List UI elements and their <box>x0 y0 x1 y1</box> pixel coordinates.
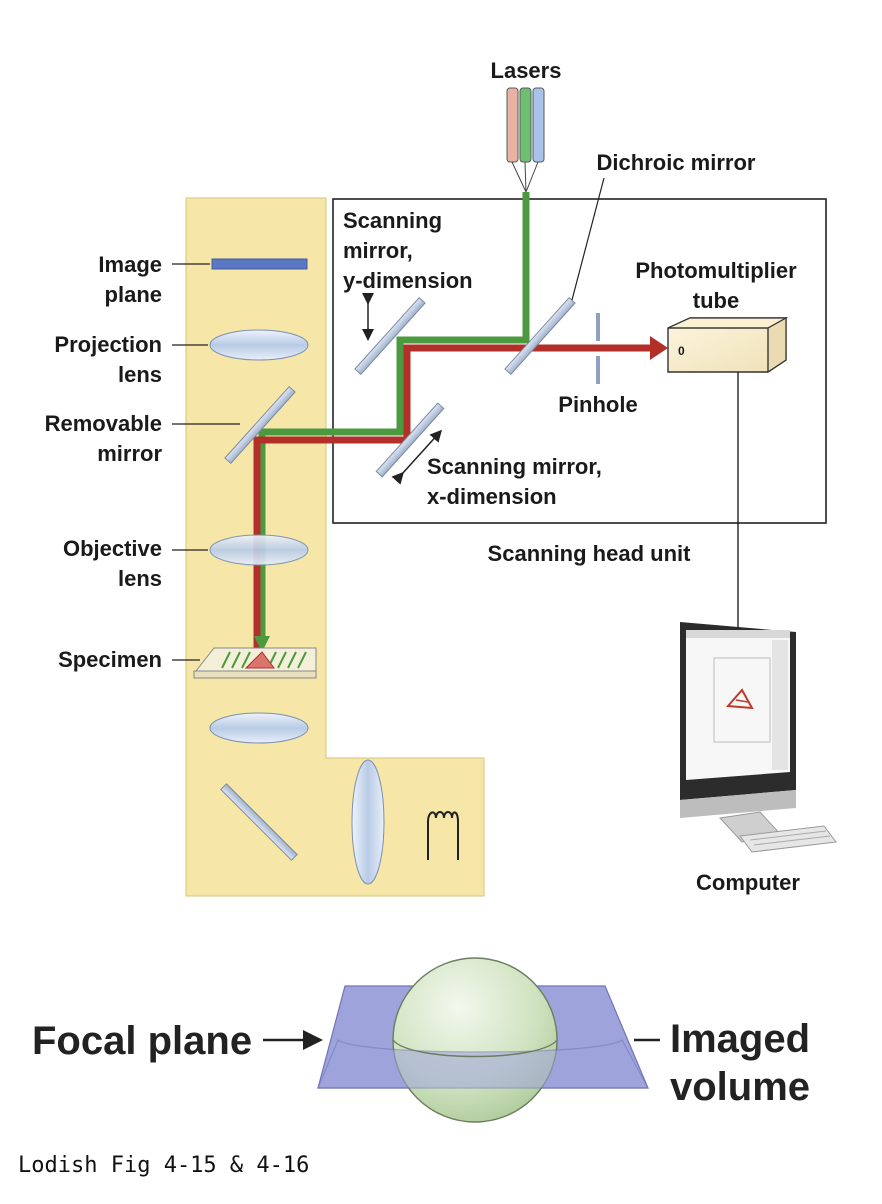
label-scanning-mirror-x-1: Scanning mirror, <box>427 454 602 479</box>
lasers-icon <box>506 87 545 193</box>
label-scanning-mirror-x-2: x-dimension <box>427 484 557 509</box>
label-pinhole: Pinhole <box>558 392 637 417</box>
condenser-lens <box>209 712 309 744</box>
lamp-filament-icon <box>427 811 459 860</box>
objective-lens <box>209 534 309 566</box>
image-plane <box>211 258 308 270</box>
dichroic-mirror <box>504 296 576 376</box>
emission-arrowhead <box>650 336 668 360</box>
label-dichroic-mirror: Dichroic mirror <box>597 150 756 175</box>
excitation-arrowhead <box>254 636 270 652</box>
label-photomultiplier-1: Photomultiplier <box>635 258 797 283</box>
specimen-slide <box>193 647 317 679</box>
label-focal-plane: Focal plane <box>32 1019 252 1063</box>
x-scan-arrow <box>391 429 443 485</box>
label-computer: Computer <box>696 870 800 895</box>
label-imaged-volume-2: volume <box>670 1065 810 1109</box>
removable-mirror <box>224 385 296 465</box>
pmt-dial: 0 <box>678 344 685 358</box>
label-projection-lens-2: lens <box>118 362 162 387</box>
label-imaged-volume-1: Imaged <box>670 1017 810 1061</box>
label-scanning-mirror-y-2: mirror, <box>343 238 413 263</box>
excitation-beam-green <box>258 192 530 640</box>
label-image-plane-1: Image <box>98 252 162 277</box>
field-lens <box>351 759 385 885</box>
pinhole-upper <box>596 313 600 341</box>
label-scanning-mirror-y-1: Scanning <box>343 208 442 233</box>
scanning-head-box <box>332 198 827 524</box>
sphere-equator <box>392 1039 558 1058</box>
pinhole-lower <box>596 356 600 384</box>
label-removable-mirror-1: Removable <box>45 411 162 436</box>
label-objective-lens-2: lens <box>118 566 162 591</box>
lower-mirror <box>220 783 298 861</box>
label-objective-lens-1: Objective <box>63 536 162 561</box>
projection-lens <box>209 329 309 361</box>
label-projection-lens-1: Projection <box>54 332 162 357</box>
label-scanning-head-unit: Scanning head unit <box>488 541 692 566</box>
label-scanning-mirror-y-3: y-dimension <box>343 268 473 293</box>
imaged-sphere <box>392 957 558 1123</box>
dichroic-leader <box>571 177 605 301</box>
label-specimen: Specimen <box>58 647 162 672</box>
label-photomultiplier-2: tube <box>693 288 739 313</box>
computer-icon <box>680 622 837 853</box>
figure-caption: Lodish Fig 4-15 & 4-16 <box>18 1153 309 1178</box>
scanning-mirror-y <box>354 296 426 376</box>
label-lasers: Lasers <box>491 58 562 83</box>
label-image-plane-2: plane <box>105 282 162 307</box>
focal-plane-front <box>317 1039 650 1089</box>
photomultiplier-tube-icon <box>667 316 789 374</box>
label-removable-mirror-2: mirror <box>97 441 162 466</box>
